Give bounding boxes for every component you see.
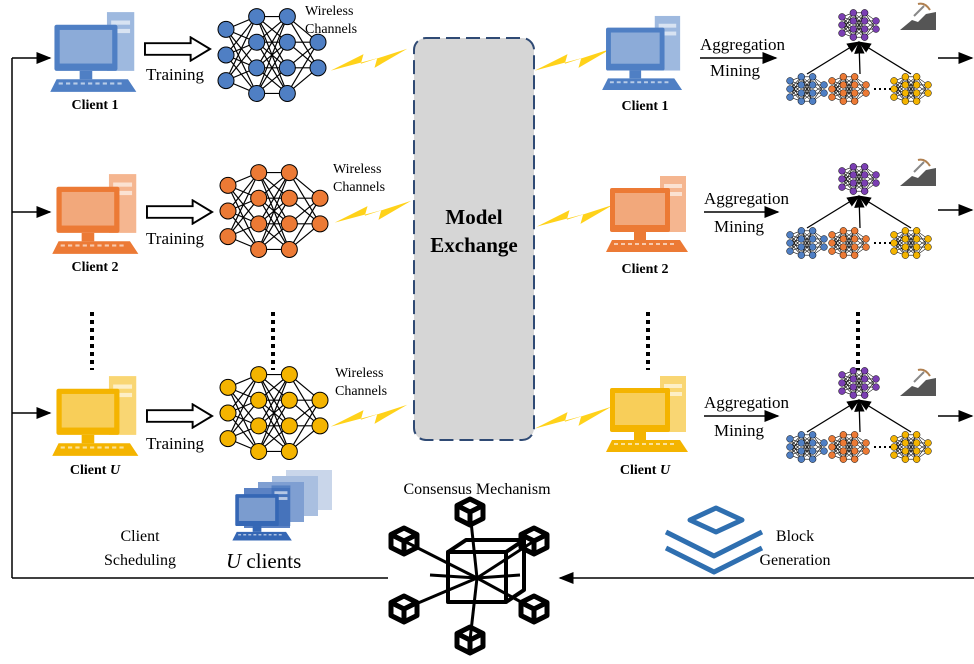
consensus-mechanism-label: Consensus Mechanism	[403, 481, 551, 498]
right-client-u-label: Client U	[619, 463, 671, 478]
aggregation-tree-1-local-model-2	[828, 73, 870, 105]
aggregation-tree-1-global-model	[838, 9, 880, 41]
right-client-2-label: Client 2	[621, 262, 669, 277]
ellipsis-dots	[90, 312, 860, 370]
aggregation-tree-1-local-model-1	[786, 73, 828, 105]
mining-pickaxe-icon-2	[899, 158, 937, 187]
aggregation-tree-2-global-model	[838, 163, 880, 195]
aggregation-tree-2-local-model-1	[786, 227, 828, 259]
training-label-2: Training	[146, 229, 204, 248]
aggregation-tree-u-local-model-2	[828, 431, 870, 463]
client-scheduling-label-line2: Scheduling	[104, 552, 176, 569]
aggregation-tree-u	[786, 367, 932, 463]
wireless-label-1: Wireless	[305, 4, 354, 19]
consensus-network-icon	[388, 496, 550, 656]
aggregation-tree-u-local-model-1	[786, 431, 828, 463]
aggregation-trees	[786, 9, 932, 463]
mining-label-u: Mining	[714, 421, 765, 440]
wireless-channels-label-2: Channels	[333, 180, 386, 195]
training-arrow-u	[146, 403, 214, 429]
wireless-bolt-left-1	[330, 48, 408, 71]
aggregation-tree-2-local-model-2	[828, 227, 870, 259]
aggregation-tree-2	[786, 163, 932, 259]
wireless-bolt-left-u	[330, 404, 408, 427]
training-arrow-1	[144, 36, 212, 62]
u-clients-stack-icon	[232, 470, 332, 541]
wireless-bolt-right-2	[536, 204, 614, 227]
mining-pickaxe-icon-u	[899, 368, 937, 397]
block-generation-label-line2: Generation	[759, 552, 831, 569]
client-2-computer-icon	[52, 174, 139, 254]
aggregation-tree-1-local-model-3	[890, 73, 932, 105]
mining-label-1: Mining	[710, 61, 761, 80]
model-exchange-box	[413, 37, 535, 441]
right-output-arrows	[938, 52, 974, 422]
model-exchange-title-line1: Model	[445, 205, 503, 229]
client-2-label: Client 2	[71, 260, 119, 275]
right-client-1-computer-icon	[602, 15, 683, 91]
neural-net-client-2	[219, 164, 329, 258]
wireless-label-2: Wireless	[333, 162, 382, 177]
training-label-1: Training	[146, 65, 204, 84]
block-stack-icon	[664, 505, 764, 575]
aggregation-arrows	[700, 52, 780, 422]
aggregation-label-1: Aggregation	[700, 35, 785, 54]
aggregation-tree-1	[786, 9, 932, 105]
client-1-label: Client 1	[71, 98, 119, 113]
client-scheduling-label-line1: Client	[120, 528, 160, 545]
local-neural-networks	[217, 8, 329, 460]
aggregation-label-2: Aggregation	[704, 189, 789, 208]
aggregation-tree-2-local-model-3	[890, 227, 932, 259]
aggregation-label-u: Aggregation	[704, 393, 789, 412]
u-clients-label: U clients	[226, 549, 302, 573]
client-u-computer-icon	[52, 376, 139, 456]
mining-label-2: Mining	[714, 217, 765, 236]
client-1-computer-icon	[50, 12, 137, 92]
aggregation-tree-u-local-model-3	[890, 431, 932, 463]
wireless-channels-label-1: Channels	[305, 22, 358, 37]
wireless-bolt-right-u	[534, 406, 612, 429]
block-generation-label-line1: Block	[775, 528, 815, 545]
right-client-1-label: Client 1	[621, 99, 669, 114]
training-label-u: Training	[146, 434, 204, 453]
wireless-bolt-right-1	[534, 48, 612, 71]
client-u-label: Client U	[69, 463, 121, 478]
neural-net-client-u	[219, 366, 329, 460]
right-client-u-computer-icon	[606, 376, 688, 452]
model-exchange-title-line2: Exchange	[430, 233, 518, 257]
neural-net-client-1	[217, 8, 327, 102]
wireless-bolt-left-2	[334, 200, 412, 223]
training-arrow-2	[146, 199, 214, 225]
wireless-label-u: Wireless	[335, 366, 384, 381]
mining-pickaxe-icon-1	[899, 2, 937, 31]
aggregation-tree-u-global-model	[838, 367, 880, 399]
right-client-2-computer-icon	[606, 176, 688, 252]
left-feedback-line	[11, 52, 388, 579]
wireless-channels-label-u: Channels	[335, 384, 388, 399]
